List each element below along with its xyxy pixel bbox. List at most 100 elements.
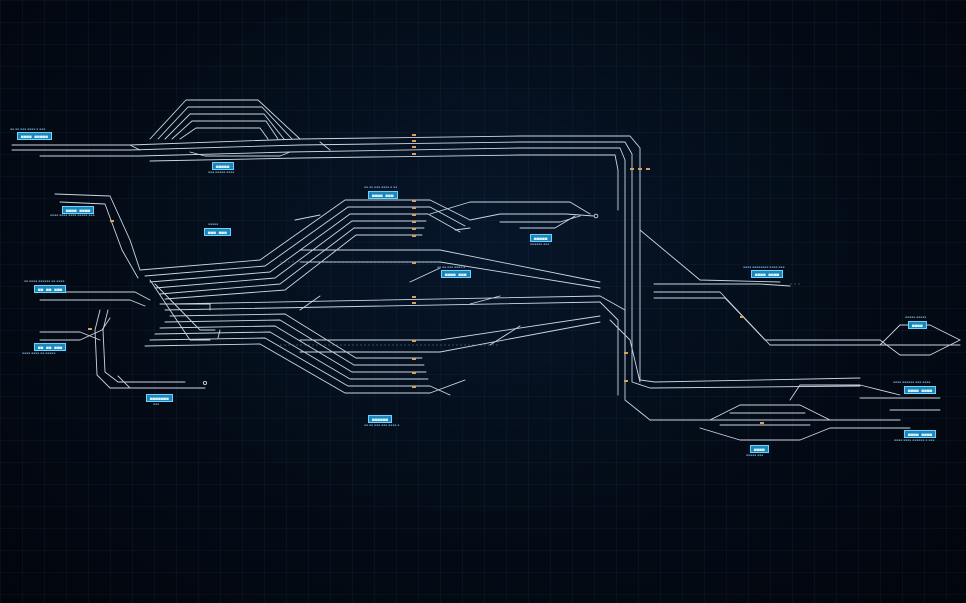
- track: [149, 99, 301, 140]
- track: [54, 193, 141, 271]
- track: [39, 299, 146, 307]
- station-caption-center-left: ▪▪▪▪▪: [208, 222, 219, 226]
- track: [164, 234, 423, 300]
- station-label-center-top[interactable]: ▄▄▄▄ ▄▄▄: [368, 191, 398, 199]
- station-label-east-mid[interactable]: ▄▄▄▄ ▄▄▄▄: [751, 270, 784, 278]
- track: [299, 249, 601, 283]
- track: [11, 135, 861, 383]
- signal: [412, 372, 416, 374]
- track: [409, 267, 441, 283]
- signal: [412, 200, 416, 202]
- track: [489, 325, 521, 346]
- station-caption-west-upper: ▪▪▪▪ ▪▪▪▪ ▪▪▪▪ ▪▪▪▪▪ ▪▪▪: [50, 213, 95, 217]
- track: [159, 325, 427, 373]
- track: [149, 337, 451, 396]
- track: [789, 384, 901, 401]
- station-caption-se-lower: ▪▪▪▪ ▪▪▪▪ ▪▪▪▪▪▪ ▪ ▪▪▪: [894, 438, 935, 442]
- station-caption-west-mid: ▪▪ ▪▪▪▪ ▪▪▪▪▪▪ ▪▪ ▪▪▪▪: [24, 279, 65, 283]
- track: [599, 301, 619, 396]
- station-caption-south-yard: ▪▪▪▪▪ ▪▪▪: [746, 453, 764, 457]
- track: [217, 329, 221, 339]
- station-label-west-yard[interactable]: ▄▄▄▄▄▄▄: [146, 394, 173, 402]
- station-caption-far-east: ▪▪▪▪▪ ▪▪▪▪▪: [905, 315, 927, 319]
- track: [154, 331, 429, 380]
- station-label-center-right[interactable]: ▄▄▄▄ ▄▄▄: [441, 270, 471, 278]
- signal: [740, 316, 744, 318]
- track: [154, 220, 427, 289]
- track: [169, 295, 601, 305]
- track: [94, 309, 206, 389]
- track: [164, 113, 285, 140]
- station-label-center-bottom[interactable]: ▄▄▄▄▄▄: [368, 415, 393, 423]
- station-label-west-upper[interactable]: ▄▄▄▄ ▄▄▄▄: [62, 206, 95, 214]
- track: [159, 227, 425, 295]
- station-label-loop-east[interactable]: ▄▄▄▄▄: [530, 234, 552, 242]
- signal: [630, 168, 634, 170]
- station-label-west-low[interactable]: ▄▄ ▄▄ ▄▄▄: [34, 343, 67, 351]
- track: [149, 154, 619, 211]
- station-caption-nw: ▪▪ ▪▪ ▪▪▪ ▪▪▪▪ ▪ ▪▪▪: [10, 127, 46, 131]
- station-caption-center-right: ▪▪ ▪▪ ▪▪▪ ▪▪▪▪ ▪: [437, 265, 466, 269]
- signal: [624, 380, 628, 382]
- track: [179, 127, 269, 140]
- signal: [412, 235, 416, 237]
- track: [294, 214, 321, 221]
- station-label-south-yard[interactable]: ▄▄▄▄: [750, 445, 769, 453]
- signal: [412, 358, 416, 360]
- track: [299, 261, 601, 289]
- track: [639, 229, 781, 283]
- station-label-se-lower[interactable]: ▄▄▄▄ ▄▄▄▄: [904, 430, 937, 438]
- signal: [412, 221, 416, 223]
- signal: [110, 220, 114, 222]
- track: [129, 144, 141, 151]
- track: [39, 291, 151, 301]
- signal: [412, 228, 416, 230]
- track: [117, 375, 131, 389]
- signal: [412, 153, 416, 155]
- track: [39, 317, 111, 341]
- track: [154, 283, 216, 331]
- track: [139, 199, 471, 271]
- signal: [760, 422, 764, 424]
- signal: [412, 386, 416, 388]
- track: [144, 343, 466, 394]
- track: [164, 319, 425, 366]
- track: [149, 213, 461, 283]
- track: [102, 309, 186, 383]
- track: [469, 213, 595, 221]
- track: [59, 201, 139, 279]
- station-label-center-left[interactable]: ▄▄▄ ▄▄▄: [204, 228, 231, 236]
- buffer-stop: [202, 380, 208, 386]
- station-label-far-east[interactable]: ▄▄▄▄: [908, 321, 927, 329]
- track: [499, 215, 581, 223]
- station-label-top-center[interactable]: ▄▄▄▄▄: [212, 162, 234, 170]
- signal: [412, 340, 416, 342]
- signal: [412, 140, 416, 142]
- track: [429, 201, 591, 215]
- station-label-west-mid[interactable]: ▄▄ ▄▄ ▄▄▄: [34, 285, 67, 293]
- track: [469, 295, 501, 305]
- track: [171, 120, 279, 140]
- track: [609, 319, 641, 383]
- track: [149, 279, 211, 341]
- track: [169, 313, 423, 359]
- track: [653, 283, 791, 287]
- track: [319, 141, 331, 151]
- station-label-se-upper[interactable]: ▄▄▄▄ ▄▄▄▄: [904, 386, 937, 394]
- signal: [412, 302, 416, 304]
- station-caption-center-bottom: ▪▪ ▪▪ ▪▪▪ ▪▪▪ ▪▪▪▪ ▪: [364, 423, 400, 427]
- signal: [624, 352, 628, 354]
- track: [299, 321, 601, 353]
- track: [164, 301, 601, 311]
- track: [454, 227, 471, 231]
- track: [299, 295, 321, 311]
- signal: [412, 296, 416, 298]
- track: [11, 141, 861, 389]
- station-caption-center-top: ▪▪ ▪▪ ▪▪▪ ▪▪▪▪ ▪ ▪▪: [364, 185, 398, 189]
- station-label-nw[interactable]: ▄▄▄▄ ▄▄▄▄▄: [17, 132, 53, 140]
- signal: [412, 207, 416, 209]
- track: [144, 206, 466, 277]
